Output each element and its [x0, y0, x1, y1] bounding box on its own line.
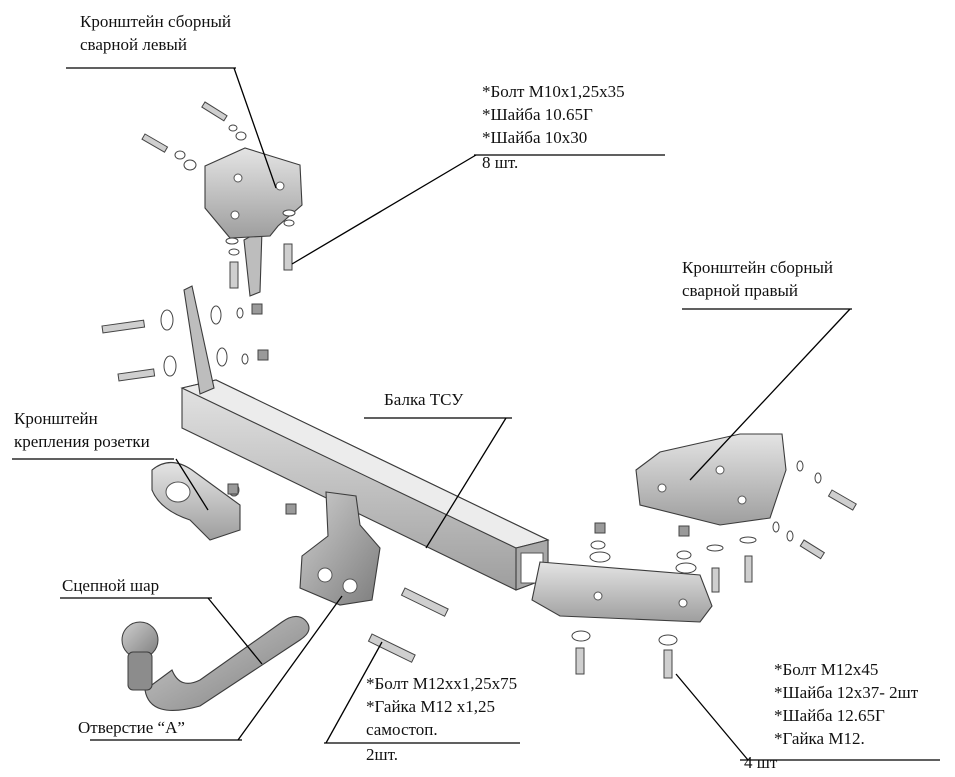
label-line: крепления розетки: [14, 432, 150, 451]
left-vertical-strut: [183, 229, 263, 395]
label-line: *Болт М10х1,25х35: [482, 82, 625, 101]
label-ball: Сцепной шар: [62, 574, 159, 597]
leader-lines: [12, 67, 940, 761]
label-line: Балка ТСУ: [384, 390, 464, 409]
label-line: *Шайба 10х30: [482, 128, 588, 147]
label-line: *Шайба 12.65Г: [774, 706, 885, 725]
beam-side-plate-right: [531, 561, 713, 623]
label-bracket-right: Кронштейн сборный сварной правый: [682, 256, 833, 302]
bolt-set-left: [101, 101, 297, 515]
label-line: 2шт.: [366, 745, 398, 764]
label-line: 8 шт.: [482, 153, 519, 172]
label-line: Кронштейн сборный: [80, 12, 231, 31]
bolt-set-center: [367, 587, 449, 663]
label-bolts-center: *Болт М12хх1,25х75 *Гайка М12 х1,25 само…: [366, 672, 517, 766]
label-line: *Шайба 10.65Г: [482, 105, 593, 124]
label-bolts-right: *Болт М12х45 *Шайба 12х37- 2шт *Шайба 12…: [744, 658, 919, 774]
right-bracket: [635, 433, 787, 526]
socket-bracket: [151, 461, 241, 541]
left-bracket: [204, 147, 303, 239]
bolt: [101, 101, 293, 382]
bolt-set-right: [571, 460, 857, 679]
label-beam: Балка ТСУ: [384, 388, 463, 411]
label-line: 4 шт: [744, 753, 778, 772]
tow-ball: [121, 615, 310, 711]
label-bolts-left: *Болт М10х1,25х35 *Шайба 10.65Г *Шайба 1…: [482, 80, 625, 174]
label-line: сварной правый: [682, 281, 799, 300]
label-line: *Гайка М12 х1,25: [366, 697, 495, 716]
label-line: *Гайка М12.: [774, 729, 865, 748]
ball-mount-plate: [299, 491, 381, 606]
nut: [227, 303, 297, 515]
washer: [160, 124, 296, 377]
label-line: *Болт М12хх1,25х75: [366, 674, 518, 693]
label-bracket-left: Кронштейн сборный сварной левый: [80, 10, 231, 56]
label-socket-bracket: Кронштейн крепления розетки: [14, 407, 150, 453]
label-line: *Шайба 12х37- 2шт: [774, 683, 919, 702]
label-line: самостоп.: [366, 720, 438, 739]
label-line: Кронштейн: [14, 409, 98, 428]
label-hole: Отверстие “А”: [78, 716, 185, 739]
label-line: сварной левый: [80, 35, 187, 54]
label-line: *Болт М12х45: [774, 660, 879, 679]
label-line: Сцепной шар: [62, 576, 160, 595]
label-line: Кронштейн сборный: [682, 258, 833, 277]
label-line: Отверстие “А”: [78, 718, 185, 737]
